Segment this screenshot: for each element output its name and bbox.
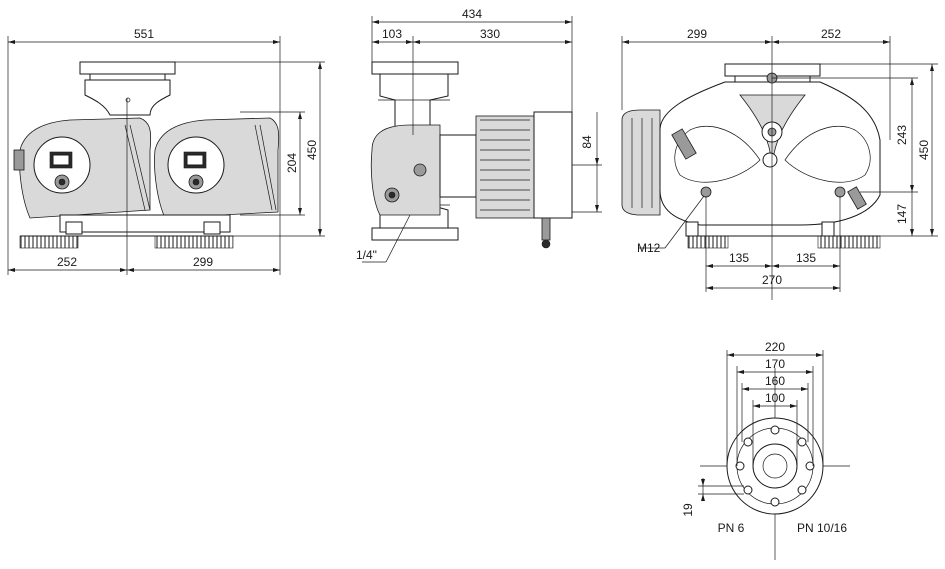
rear-left-span: 299 [687, 27, 707, 41]
rear-upper-height: 243 [895, 125, 909, 145]
flange-hole: 19 [681, 503, 695, 517]
rear-view: 299 252 450 243 147 M12 135 135 270 [621, 27, 938, 300]
side-overall-length: 434 [462, 7, 482, 21]
front-right-span: 299 [193, 255, 213, 269]
flange-pn1016: PN 10/16 [797, 521, 847, 535]
front-motor-height: 204 [285, 153, 299, 173]
front-left-span: 252 [57, 255, 77, 269]
flange-d100: 100 [765, 391, 785, 405]
side-flange-offset: 103 [382, 27, 402, 41]
front-overall-width: 551 [134, 27, 154, 41]
side-thread-size: 1/4" [356, 248, 377, 262]
rear-height: 450 [917, 140, 931, 160]
flange-d160: 160 [765, 374, 785, 388]
flange-pn6: PN 6 [718, 521, 745, 535]
front-view: 551 450 204 252 299 [7, 27, 325, 275]
rear-foot-total: 270 [762, 273, 782, 287]
front-height: 450 [305, 140, 319, 160]
side-motor-length: 330 [480, 27, 500, 41]
rear-foot-right: 135 [796, 251, 816, 265]
flange-d170: 170 [765, 357, 785, 371]
rear-bolt-thread: M12 [637, 241, 661, 255]
left-label-strip [124, 124, 151, 211]
flange-view: 220 170 160 100 19 PN 6 PN 10/16 [681, 340, 850, 560]
side-motor-height: 84 [580, 135, 594, 149]
rear-right-span: 252 [821, 27, 841, 41]
rear-foot-left: 135 [729, 251, 749, 265]
rear-lower-height: 147 [895, 204, 909, 224]
motor-fins [480, 119, 530, 211]
side-view: 434 103 330 84 1/4" [356, 7, 602, 263]
flange-d220: 220 [765, 340, 785, 354]
